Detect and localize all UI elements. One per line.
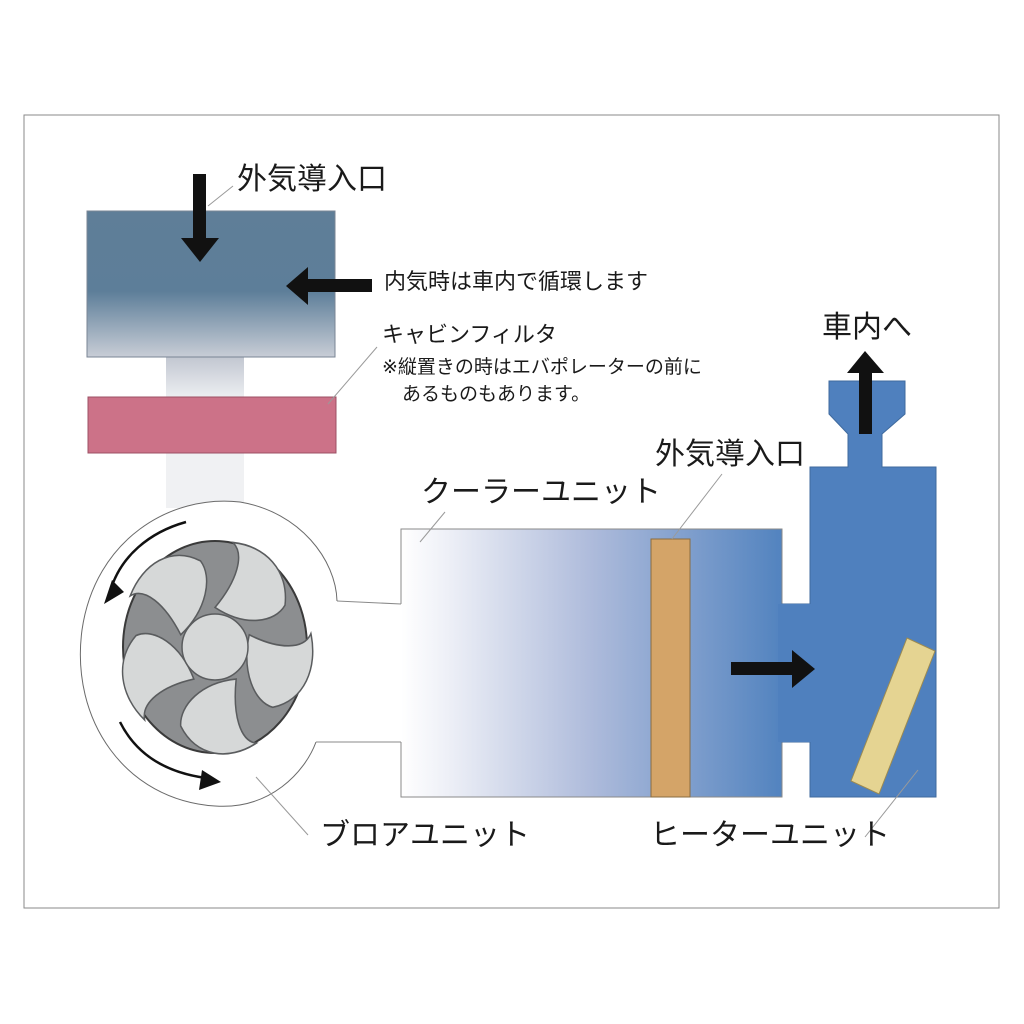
recirculation-note: 内気時は車内で循環します [384, 270, 649, 295]
intake-duct-lower [166, 453, 244, 508]
cabin-filter-note-line2: あるものもあります。 [402, 383, 591, 405]
blower-outlet-duct-edges [316, 600, 402, 743]
cabin-filter-note-line1: ※縦置きの時はエバポレーターの前に [382, 356, 702, 378]
cooler-unit [400, 528, 783, 798]
fan-blade [128, 554, 208, 637]
leader-lines [207, 185, 919, 838]
arrow-icon [847, 351, 884, 434]
curved-arrow-icon [104, 520, 187, 604]
cabin-filter [87, 396, 337, 454]
arrow-icon [731, 650, 815, 688]
heater-unit-label: ヒーターユニット [650, 818, 890, 853]
curved-arrow-icon [118, 721, 221, 790]
arrow-icon [286, 267, 372, 305]
heater-core [850, 637, 936, 795]
evaporator [650, 538, 691, 798]
cabin-filter-label: キャビンフィルタ [382, 323, 557, 348]
blower-unit-label: ブロアユニット [320, 818, 530, 853]
arrow-icon [181, 174, 219, 262]
to-cabin-label: 車内へ [822, 310, 912, 345]
intake-duct-upper [166, 356, 244, 398]
fan-blade [213, 541, 287, 622]
fan-blade [179, 678, 259, 755]
fan-icon [121, 540, 314, 755]
fan-blade [246, 630, 314, 709]
cooler-unit-label: クーラーユニット [421, 475, 661, 510]
outside-air-inlet-mid-label: 外気導入口 [655, 437, 805, 472]
fan-blade [121, 632, 195, 723]
outside-air-inlet-label: 外気導入口 [237, 162, 387, 197]
